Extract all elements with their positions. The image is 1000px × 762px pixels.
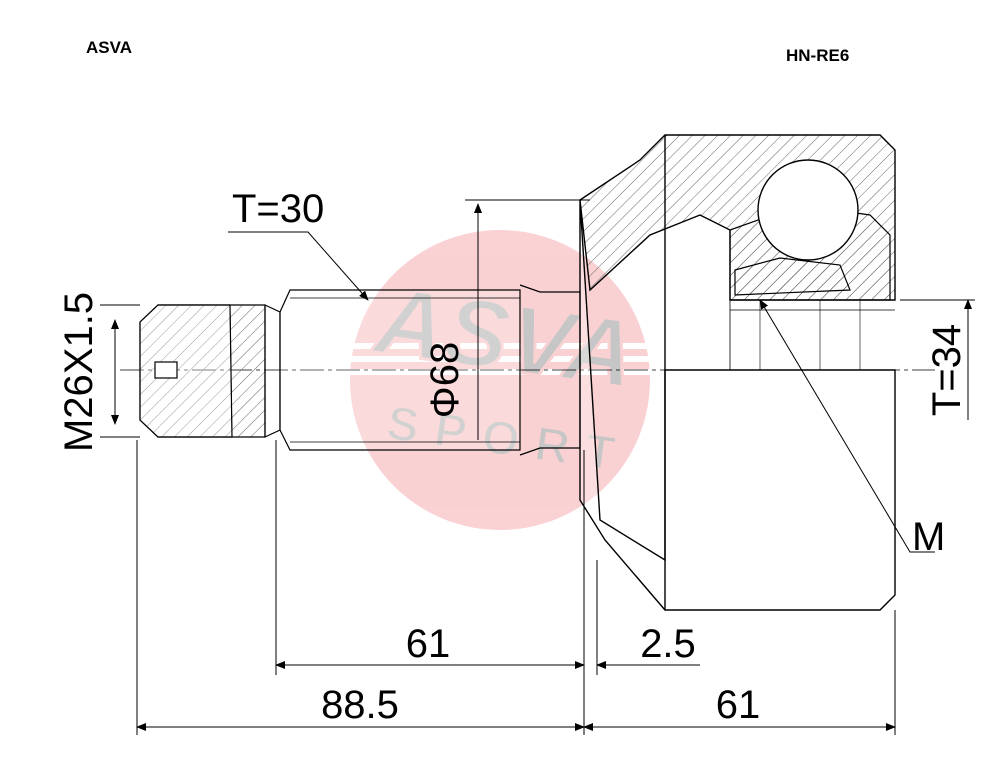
part-number-label: HN-RE6: [786, 46, 850, 65]
dimension-lines: [100, 199, 975, 735]
dimension-61-top: 61: [406, 622, 451, 666]
dimension-88-5: 88.5: [321, 683, 399, 727]
spline-count-left-label: T=30: [232, 187, 324, 231]
spline-shaft: [279, 284, 581, 456]
threaded-stub: [139, 304, 281, 438]
marker-m-label: M: [912, 515, 945, 559]
dimension-61-bottom: 61: [716, 683, 761, 727]
ball-bearing: [757, 159, 859, 261]
dimension-2-5: 2.5: [640, 622, 696, 666]
brand-label: ASVA: [86, 38, 132, 57]
spline-count-right-label: T=34: [925, 324, 969, 416]
watermark-logo: ASVA SPORT: [290, 230, 710, 530]
thread-spec-label: M26X1.5: [57, 292, 101, 452]
diameter-label: Φ68: [423, 342, 467, 418]
